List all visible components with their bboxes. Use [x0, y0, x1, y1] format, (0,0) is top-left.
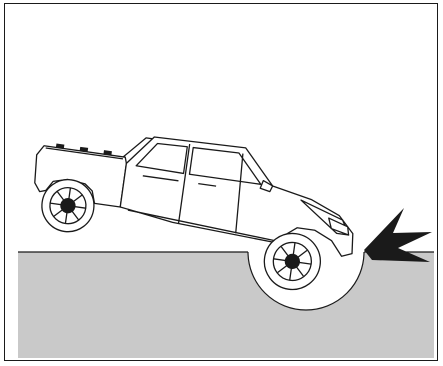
ground [18, 252, 434, 358]
